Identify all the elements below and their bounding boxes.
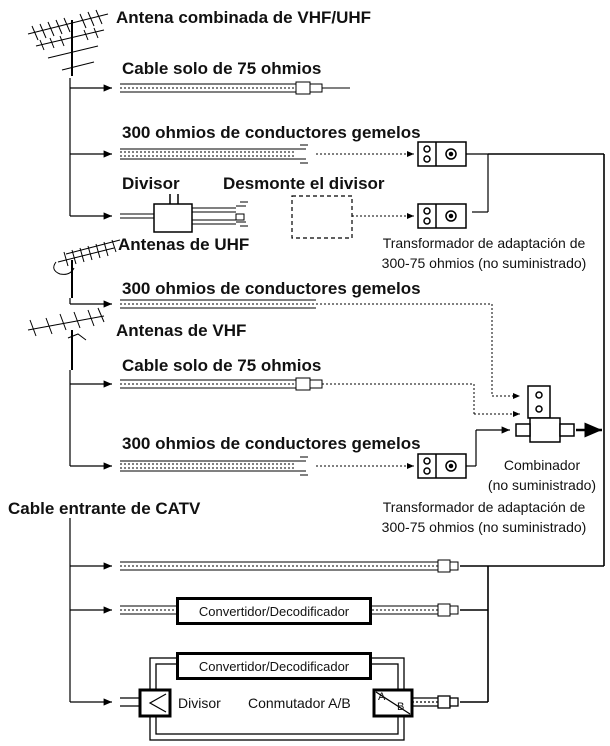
matching-transformer-1 [417,141,467,167]
remove-splitter-label: Desmonte el divisor [223,174,385,193]
matching-transformer-1b [417,203,467,229]
twin-300-label-c: 300 ohmios de conductores gemelos [122,434,421,453]
twin-300-label-b: 300 ohmios de conductores gemelos [122,279,421,298]
combined-antenna-label: Antena combinada de VHF/UHF [116,8,372,27]
coax-75-label-a: Cable solo de 75 ohmios [122,59,322,78]
combiner-label-line2: (no suministrado) [487,477,597,493]
combined-antenna-icon [27,9,109,76]
coax-75-label-b: Cable solo de 75 ohmios [122,356,322,375]
splitter-2-label: Divisor [178,695,221,711]
converter-decoder-box-2: Convertidor/Decodificador [176,652,372,680]
transformer-1-caption-line1: Transformador de adaptación de [382,235,586,251]
combiner-label-line1: Combinador [503,457,581,473]
catv-label: Cable entrante de CATV [8,499,201,518]
transformer-2-caption-line2: 300-75 ohmios (no suministrado) [381,519,587,535]
vhf-antenna-icon [27,307,105,370]
twin-300-label-a: 300 ohmios de conductores gemelos [122,123,421,142]
catv-coax-direct [120,559,604,573]
transformer-1-caption-line2: 300-75 ohmios (no suministrado) [381,255,587,271]
catv-coax-converter [120,566,489,702]
ab-switch-label: Conmutador A/B [248,695,351,711]
uhf-antenna-label: Antenas de UHF [118,235,250,254]
transformer-2-caption-line1: Transformador de adaptación de [382,499,586,515]
combiner-device [515,385,575,443]
twin-lead-300-b [120,299,520,399]
twin-lead-300-a [120,144,414,164]
ab-switch-a: A [378,691,386,703]
removed-splitter-placeholder [291,195,353,239]
ab-switch-icon [372,688,414,718]
splitter-label: Divisor [122,174,180,193]
matching-transformer-2 [417,453,467,479]
uhf-antenna-icon [53,239,121,298]
converter-decoder-box-1: Convertidor/Decodificador [176,597,372,625]
coax-cable-75-a [120,81,350,95]
twin-lead-300-c [120,456,414,476]
ab-switch-b: B [397,701,405,713]
vhf-antenna-label: Antenas de VHF [116,321,247,340]
splitter-2-icon [138,688,172,718]
coax-cable-75-b [120,377,520,417]
splitter-device [120,194,248,233]
